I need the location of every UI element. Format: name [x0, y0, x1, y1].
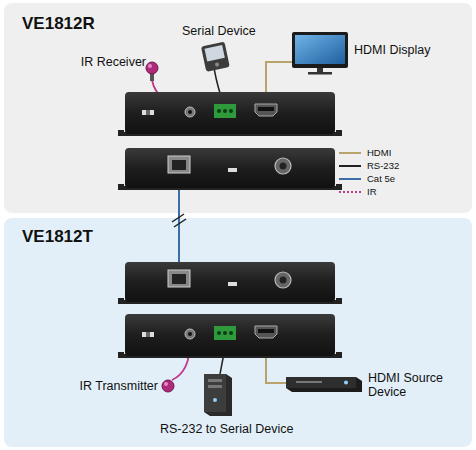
legend-sample — [338, 188, 362, 196]
legend-text: IR — [367, 186, 377, 197]
label-box: HDMI Display — [354, 43, 464, 57]
serial-device-icon — [201, 42, 230, 72]
device-label: IR Receiver — [60, 55, 146, 69]
legend-sample — [338, 175, 362, 183]
transmitter-unit — [118, 314, 342, 358]
legend: HDMI RS-232Cat 5e IR — [338, 146, 399, 198]
device-label: HDMI Display — [354, 43, 464, 57]
legend-line — [339, 152, 361, 154]
legend-row: IR — [338, 185, 399, 198]
computer-icon — [204, 374, 232, 416]
transmitter-unit — [118, 262, 342, 304]
legend-text: HDMI — [367, 147, 391, 158]
hdmi-display-icon — [292, 32, 348, 75]
device-label: Serial Device — [182, 24, 282, 38]
legend-row: HDMI — [338, 146, 399, 159]
ir-transmitter-icon — [162, 380, 174, 392]
label-box: IR Receiver — [60, 55, 146, 69]
model-heading: VE1812T — [22, 227, 93, 247]
ir-receiver-icon — [146, 62, 158, 81]
hdmi-source-icon — [286, 377, 362, 392]
model-heading: VE1812R — [22, 14, 95, 34]
legend-sample — [338, 162, 362, 170]
legend-row: RS-232 — [338, 159, 399, 172]
legend-text: RS-232 — [367, 160, 399, 171]
legend-line — [339, 165, 361, 167]
label-box: HDMI Source Device — [368, 371, 448, 400]
receiver-unit — [118, 92, 342, 136]
device-label: RS-232 to Serial Device — [160, 422, 330, 436]
receiver-unit — [118, 148, 342, 190]
label-box: RS-232 to Serial Device — [160, 422, 330, 436]
label-box: IR Transmitter — [52, 379, 158, 393]
legend-text: Cat 5e — [367, 173, 395, 184]
device-label: IR Transmitter — [52, 379, 158, 393]
device-label: HDMI Source Device — [368, 371, 448, 400]
legend-line — [339, 191, 361, 193]
label-box: Serial Device — [182, 24, 282, 38]
legend-sample — [338, 149, 362, 157]
legend-row: Cat 5e — [338, 172, 399, 185]
legend-line — [339, 178, 361, 180]
